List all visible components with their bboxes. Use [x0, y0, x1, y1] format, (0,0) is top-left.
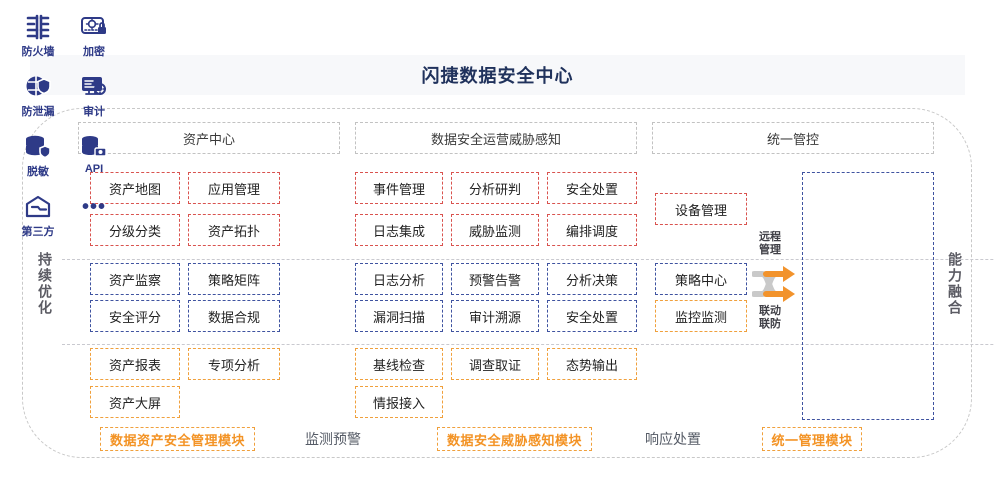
cell-threat-monitoring[interactable]: 威胁监测 — [451, 214, 539, 246]
capability-item-audit[interactable]: 审计 — [66, 72, 122, 126]
shuffle-arrows-icon — [751, 262, 796, 306]
cell-security-handling-1[interactable]: 安全处置 — [547, 172, 637, 204]
cell-classification[interactable]: 分级分类 — [90, 214, 180, 246]
cell-vuln-scan[interactable]: 漏洞扫描 — [355, 300, 443, 332]
capability-item-third-party[interactable]: 第三方 — [10, 192, 66, 246]
cell-special-analysis[interactable]: 专项分析 — [188, 348, 280, 380]
cell-device-management[interactable]: 设备管理 — [655, 193, 747, 225]
arrow-label-linkage-line2: 联防 — [759, 318, 781, 330]
cell-investigation[interactable]: 调查取证 — [451, 348, 539, 380]
section-header-unified-control: 统一管控 — [652, 122, 934, 154]
cell-analysis-judgment[interactable]: 分析研判 — [451, 172, 539, 204]
third-party-icon — [23, 192, 53, 222]
side-label-right: 能力融合 — [947, 252, 963, 316]
module-chip-unified[interactable]: 统一管理模块 — [762, 427, 862, 451]
firewall-icon — [23, 12, 53, 42]
cell-early-warning[interactable]: 预警告警 — [451, 263, 539, 295]
cell-asset-map[interactable]: 资产地图 — [90, 172, 180, 204]
flow-label-monitoring: 监测预警 — [305, 431, 361, 447]
section-header-threat-awareness: 数据安全运营威胁感知 — [355, 122, 637, 154]
arrow-label-remote-line2: 管理 — [759, 244, 781, 256]
cell-log-analysis[interactable]: 日志分析 — [355, 263, 443, 295]
cell-policy-center[interactable]: 策略中心 — [655, 263, 747, 295]
arrow-label-linkage-line1: 联动 — [759, 305, 781, 317]
cell-app-management[interactable]: 应用管理 — [188, 172, 280, 204]
capability-label: API — [84, 163, 104, 175]
page-title: 闪捷数据安全中心 — [421, 66, 574, 86]
module-chip-threat[interactable]: 数据安全威胁感知模块 — [437, 427, 592, 451]
capability-label: 脱敏 — [27, 166, 49, 178]
band-divider-top — [62, 259, 995, 260]
cell-monitoring-detection[interactable]: 监控监测 — [655, 300, 747, 332]
cell-intel-ingest[interactable]: 情报接入 — [355, 386, 443, 418]
cell-asset-report[interactable]: 资产报表 — [90, 348, 180, 380]
cell-analysis-decision[interactable]: 分析决策 — [547, 263, 637, 295]
module-chip-asset[interactable]: 数据资产安全管理模块 — [100, 427, 255, 451]
page-title-bar: 闪捷数据安全中心 — [30, 55, 965, 95]
capability-item-encryption[interactable]: 加密 — [66, 12, 122, 66]
cell-policy-matrix[interactable]: 策略矩阵 — [188, 263, 280, 295]
capability-label: 第三方 — [21, 226, 55, 238]
arrow-label-remote-line1: 远程 — [759, 231, 781, 243]
data-masking-icon — [23, 132, 53, 162]
band-divider-bottom — [62, 344, 995, 345]
flow-label-response: 响应处置 — [645, 431, 701, 447]
section-header-asset-center: 资产中心 — [78, 122, 340, 154]
capability-label: 防火墙 — [21, 46, 55, 58]
audit-icon — [79, 72, 109, 102]
cell-data-compliance[interactable]: 数据合规 — [188, 300, 280, 332]
capability-item-firewall[interactable]: 防火墙 — [10, 12, 66, 66]
capability-item-data-masking[interactable]: 脱敏 — [10, 132, 66, 186]
cell-orchestration[interactable]: 编排调度 — [547, 214, 637, 246]
encryption-icon — [79, 12, 109, 42]
api-icon — [79, 132, 109, 162]
more-dots-icon: ••• — [81, 196, 106, 218]
cell-event-management[interactable]: 事件管理 — [355, 172, 443, 204]
capability-label: 审计 — [83, 106, 105, 118]
cell-asset-monitor[interactable]: 资产监察 — [90, 263, 180, 295]
cell-situation-output[interactable]: 态势输出 — [547, 348, 637, 380]
side-label-left: 持续优化 — [37, 252, 53, 316]
capability-panel — [802, 172, 934, 420]
capability-item-api[interactable]: API — [66, 132, 122, 186]
capability-item-more[interactable]: ••• — [66, 192, 122, 246]
cell-baseline-check[interactable]: 基线检查 — [355, 348, 443, 380]
cell-asset-dashboard[interactable]: 资产大屏 — [90, 386, 180, 418]
outer-frame — [22, 108, 972, 458]
capability-label: 防泄漏 — [21, 106, 55, 118]
cell-security-handling-2[interactable]: 安全处置 — [547, 300, 637, 332]
cell-security-score[interactable]: 安全评分 — [90, 300, 180, 332]
capability-label: 加密 — [83, 46, 105, 58]
capability-item-leak-prevention[interactable]: 防泄漏 — [10, 72, 66, 126]
capability-grid: 防火墙 加密 — [10, 12, 122, 246]
cell-log-integration[interactable]: 日志集成 — [355, 214, 443, 246]
cell-audit-tracing[interactable]: 审计溯源 — [451, 300, 539, 332]
cell-asset-topology[interactable]: 资产拓扑 — [188, 214, 280, 246]
leak-prevention-icon — [23, 72, 53, 102]
